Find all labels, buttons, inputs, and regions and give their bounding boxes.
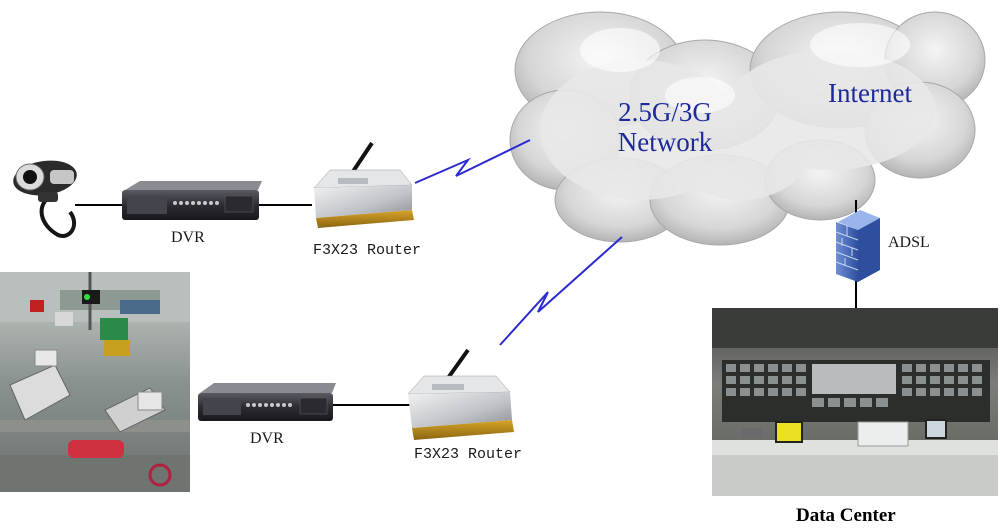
- traffic-camera-photo: [0, 272, 190, 492]
- data-center-photo: [712, 308, 998, 496]
- firewall-icon: [835, 210, 880, 282]
- internet-label: Internet: [828, 78, 912, 108]
- cloud-icon: [509, 11, 986, 246]
- dvr-label: DVR: [171, 229, 205, 246]
- webcam-icon: [13, 160, 77, 238]
- router-icon: [313, 141, 414, 228]
- router-label: F3X23 Router: [414, 446, 523, 463]
- router-label: F3X23 Router: [313, 242, 422, 259]
- wireless-link-icon: [414, 139, 623, 346]
- adsl-label: ADSL: [888, 234, 930, 251]
- network-label-line1: 2.5G/3G: [618, 97, 712, 127]
- network-label: 2.5G/3G Network: [590, 97, 740, 157]
- router-icon: [407, 348, 514, 440]
- network-label-line2: Network: [617, 127, 713, 157]
- dvr-icon: [198, 383, 336, 421]
- data-center-label: Data Center: [796, 505, 896, 526]
- dvr-label: DVR: [250, 430, 284, 447]
- dvr-icon: [122, 181, 262, 220]
